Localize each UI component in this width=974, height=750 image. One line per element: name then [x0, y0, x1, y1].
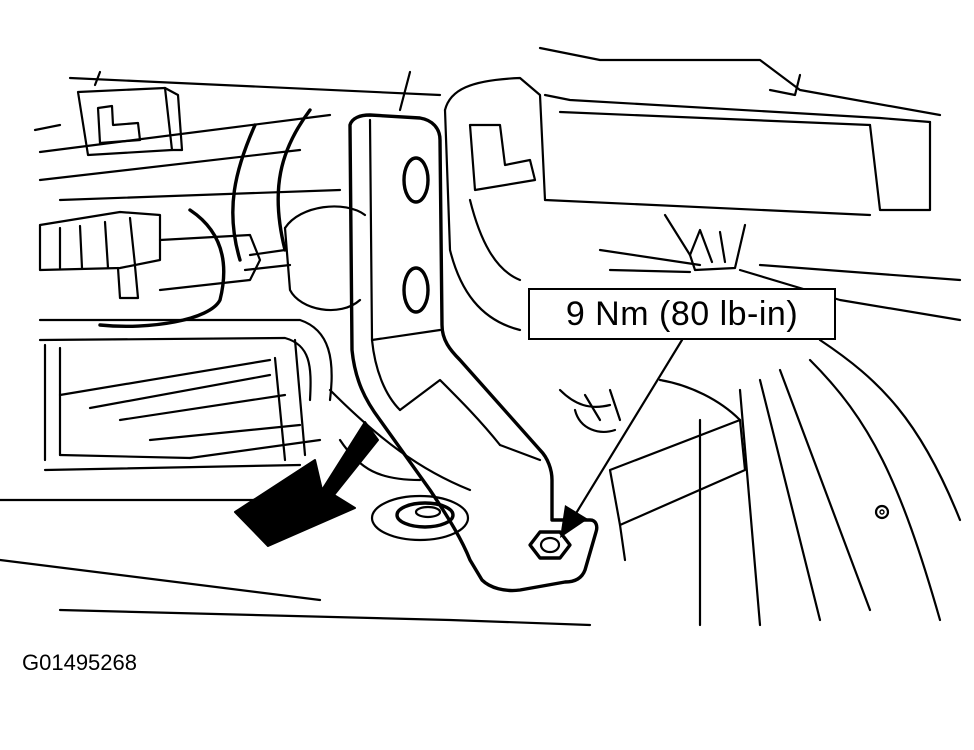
upper-housing [443, 76, 932, 332]
left-module [38, 108, 312, 328]
mounting-bracket [348, 113, 599, 593]
motor-housing [243, 205, 367, 312]
torque-callout: 9 Nm (80 lb-in) [528, 288, 836, 340]
upper-structure [33, 46, 942, 202]
connector-block [76, 86, 184, 157]
direction-arrow [234, 421, 379, 547]
right-panel [698, 263, 962, 627]
figure-id: G01495268 [22, 650, 137, 675]
retaining-clip [598, 213, 747, 274]
bracket-bolt [528, 530, 572, 560]
duct-opening [38, 318, 333, 472]
lower-component [558, 378, 747, 562]
torque-leader [560, 338, 684, 538]
floor-panel [0, 388, 592, 627]
floor-stud [370, 494, 470, 542]
